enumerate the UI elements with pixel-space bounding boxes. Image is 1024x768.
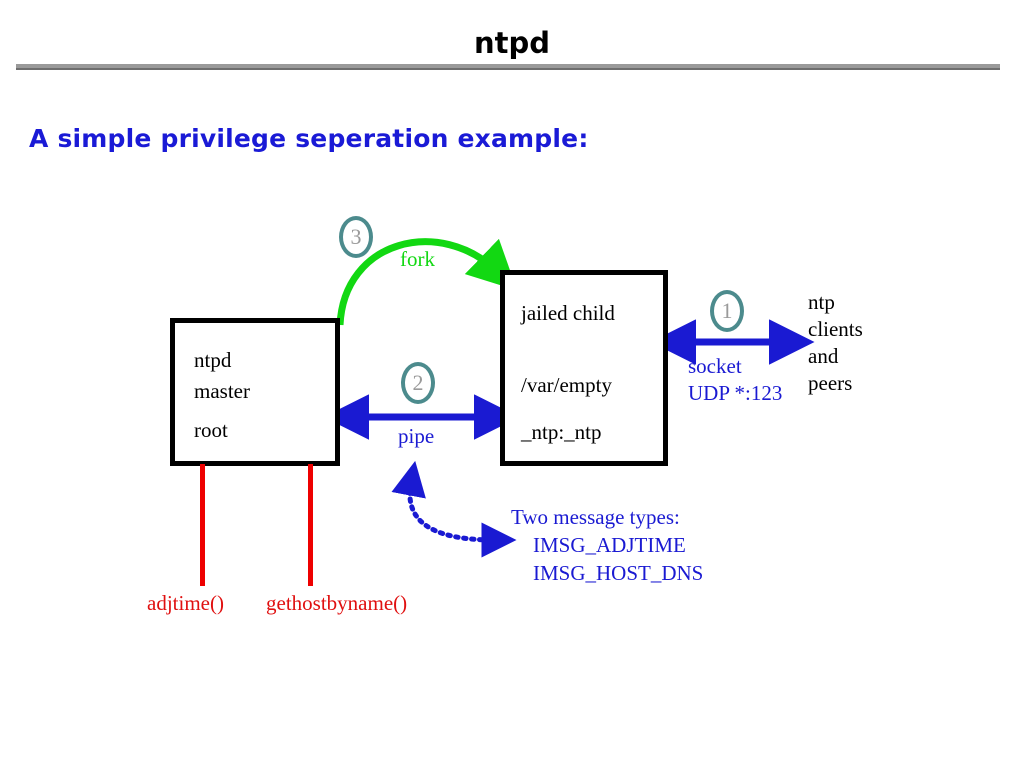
clients-line-1: ntp xyxy=(808,290,835,314)
fork-label: fork xyxy=(400,247,435,271)
page-title: ntpd xyxy=(473,26,551,60)
message-types-text: Two message types: IMSG_ADJTIME IMSG_HOS… xyxy=(511,503,703,587)
step-badge-1: 1 xyxy=(710,290,744,332)
adjtime-line xyxy=(200,464,205,586)
step-badge-3: 3 xyxy=(339,216,373,258)
socket-label-line1: socket xyxy=(688,354,742,378)
gethostbyname-label: gethostbyname() xyxy=(266,591,408,615)
ntp-clients-text: ntp clients and peers xyxy=(808,289,863,397)
socket-label-line2: UDP *:123 xyxy=(688,381,783,405)
child-line-1: jailed child xyxy=(521,301,615,325)
message-types-arrow xyxy=(391,460,517,558)
clients-line-3: and xyxy=(808,344,839,368)
pipe-label: pipe xyxy=(398,424,435,448)
title-divider xyxy=(16,64,1000,70)
step-badge-2: 2 xyxy=(401,362,435,404)
child-line-2: /var/empty xyxy=(521,373,612,397)
jailed-child-box[interactable] xyxy=(500,270,668,466)
gethostbyname-line xyxy=(308,464,313,586)
ntpd-master-box[interactable] xyxy=(170,318,340,466)
master-line-3: root xyxy=(194,418,228,442)
master-line-1: ntpd xyxy=(194,348,232,372)
clients-line-4: peers xyxy=(808,371,853,395)
master-line-2: master xyxy=(194,379,250,403)
clients-line-2: clients xyxy=(808,317,863,341)
message-type-2: IMSG_HOST_DNS xyxy=(533,561,704,585)
child-line-3: _ntp:_ntp xyxy=(521,420,602,444)
message-types-heading: Two message types: xyxy=(511,505,680,529)
message-type-1: IMSG_ADJTIME xyxy=(533,533,686,557)
adjtime-label: adjtime() xyxy=(147,591,224,615)
slide-subtitle: A simple privilege seperation example: xyxy=(29,124,589,153)
